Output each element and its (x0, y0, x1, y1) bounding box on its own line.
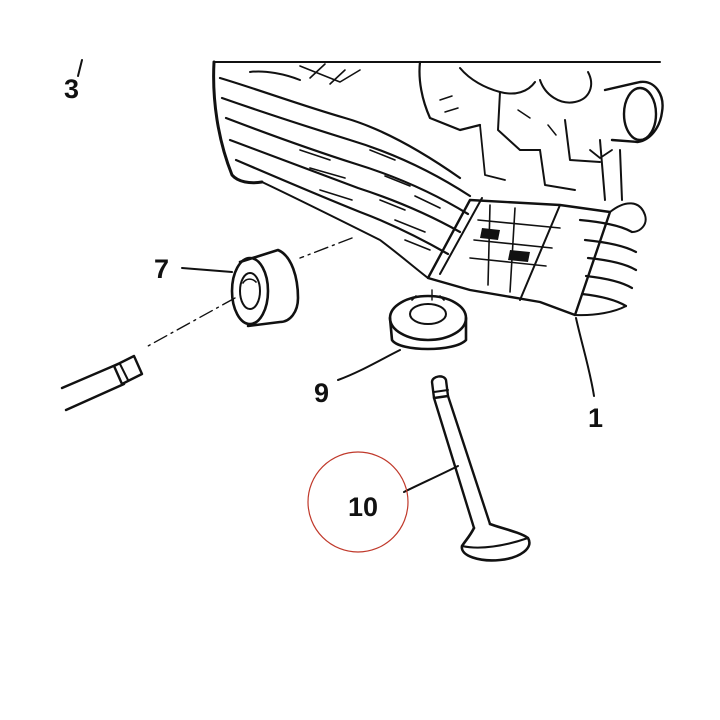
callout-label-1: 1 (588, 403, 603, 433)
callout-label-9: 9 (314, 378, 329, 408)
pushrod (60, 354, 144, 412)
highlight-circle (307, 451, 409, 553)
cylinder-head (212, 60, 664, 317)
valve-10 (430, 375, 531, 562)
callout-label-3: 3 (64, 74, 79, 104)
callout-label-7: 7 (154, 254, 169, 284)
valve-spring-seat-9 (388, 294, 468, 351)
valve-axis-line (147, 237, 433, 347)
callout-label-10: 10 (348, 492, 378, 522)
valve-seal-7 (230, 248, 300, 328)
leader-lines (77, 59, 595, 493)
